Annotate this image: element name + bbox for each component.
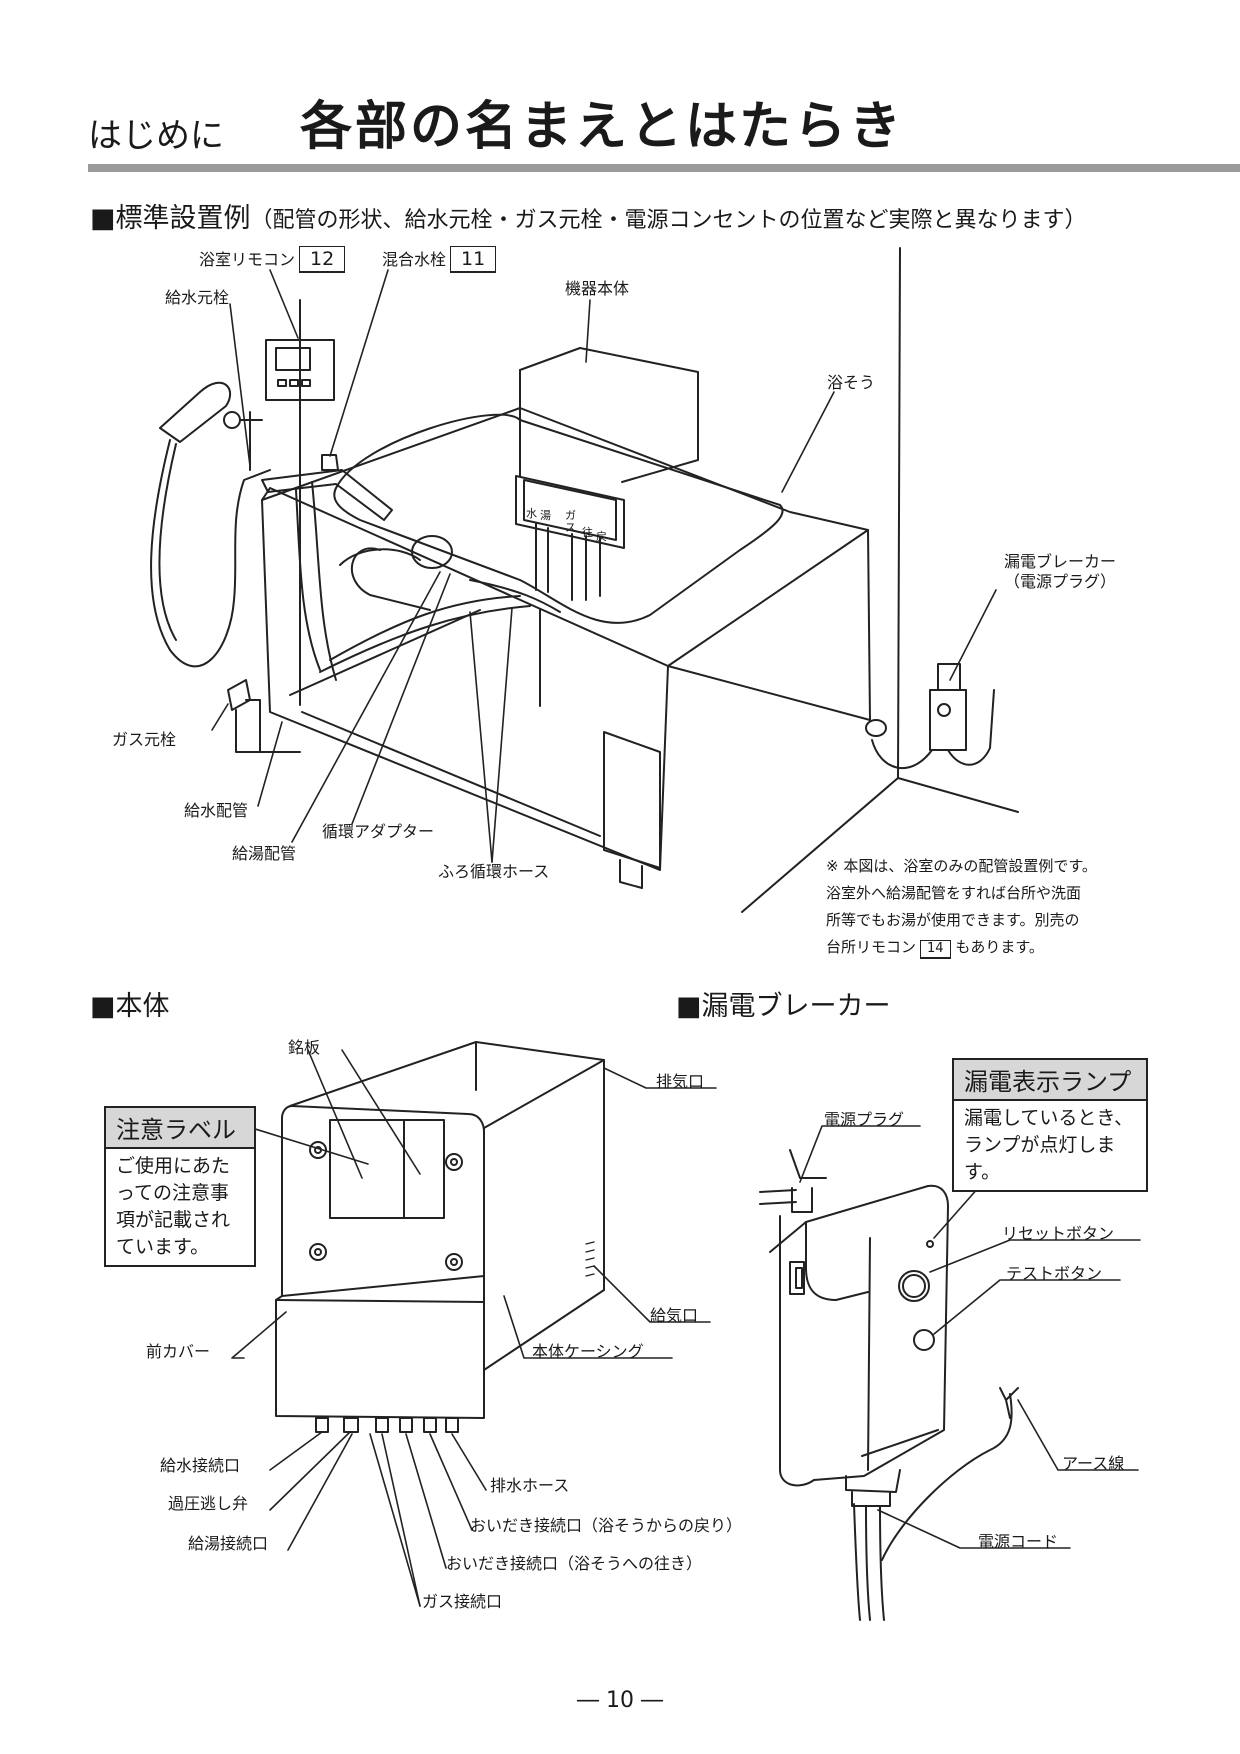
gas-valve-drawing: [227, 679, 301, 753]
casing-label: 本体ケーシング: [532, 1342, 644, 1361]
mixing-faucet-label: 混合水栓: [382, 250, 447, 269]
drain-hose-label: 排水ホース: [490, 1476, 570, 1495]
unit-body-label: 機器本体: [565, 279, 630, 298]
caution-label-title: 注意ラベル: [106, 1108, 254, 1149]
gas-valve-label: ガス元栓: [112, 730, 177, 749]
leak-lamp-text: 漏電しているとき、 ランプが点灯します。: [964, 1107, 1134, 1183]
exhaust-label: 排気口: [656, 1072, 705, 1091]
main-unit-drawing: [275, 1041, 605, 1433]
caution-label-box: 注意ラベル ご使用にあた っての注意事 項が記載され ています。: [104, 1106, 256, 1267]
bath-remote-drawing: [265, 339, 335, 413]
water-pipe-label: 給水配管: [184, 801, 249, 820]
title-rule: [88, 164, 1240, 172]
gas-inlet-label: ガス接続口: [422, 1592, 503, 1611]
test-button-label: テストボタン: [1006, 1264, 1103, 1283]
leak-breaker-label: 漏電ブレーカー （電源プラグ）: [1004, 552, 1117, 591]
caution-label-text: ご使用にあた っての注意事 項が記載され ています。: [116, 1155, 231, 1258]
page-title: 各部の名まえとはたらき: [300, 97, 904, 157]
reheat-return-label: おいだき接続口（浴そうからの戻り）: [470, 1516, 743, 1535]
leak-lamp-box: 漏電表示ランプ 漏電しているとき、 ランプが点灯します。: [952, 1058, 1148, 1192]
relief-valve-label: 過圧逃し弁: [168, 1494, 249, 1513]
port-water-label: 水: [526, 507, 537, 520]
port-go-label: 往: [582, 526, 593, 539]
unit-body-drawing: [515, 347, 699, 601]
water-inlet-label: 給水接続口: [160, 1456, 241, 1475]
outlet-drawing: [865, 663, 995, 770]
reheat-go-label: おいだき接続口（浴そうへの往き）: [446, 1554, 703, 1573]
bathtub-label: 浴そう: [827, 373, 876, 392]
bath-remote-page-ref: 12: [299, 246, 346, 273]
install-leaders: [211, 269, 997, 863]
bath-remote-label: 浴室リモコン: [199, 250, 296, 269]
front-cover-label: 前カバー: [146, 1342, 211, 1361]
nameplate-label: 銘板: [288, 1038, 321, 1057]
page-number: ― 10 ―: [577, 1688, 663, 1713]
reset-button-label: リセットボタン: [1002, 1224, 1115, 1243]
bath-circulation-hose-label: ふろ循環ホース: [438, 862, 550, 881]
hot-outlet-label: 給湯接続口: [188, 1534, 269, 1553]
install-footnote: ※ 本図は、浴室のみの配管設置例です。 浴室外へ給湯配管をすれば台所や洗面 所等…: [826, 853, 1097, 961]
faucet-drawing: [261, 454, 393, 681]
body-heading: ■本体: [90, 991, 170, 1022]
install-note: （配管の形状、給水元栓・ガス元栓・電源コンセントの位置など実際と異なります）: [250, 208, 1087, 233]
install-heading: ■標準設置例: [90, 203, 251, 234]
port-gas-label: ガス: [565, 509, 576, 534]
leak-lamp-title: 漏電表示ランプ: [954, 1060, 1146, 1101]
install-footnote-text: ※ 本図は、浴室のみの配管設置例です。 浴室外へ給湯配管をすれば台所や洗面 所等…: [826, 857, 1097, 956]
port-return-label: 戻: [596, 530, 607, 543]
shower-drawing: [150, 381, 271, 668]
install-heading-row: ■標準設置例（配管の形状、給水元栓・ガス元栓・電源コンセントの位置など実際と異な…: [90, 196, 1087, 235]
header-prefix: はじめに: [88, 116, 224, 156]
breaker-drawing: [759, 1149, 1019, 1621]
breaker-heading: ■漏電ブレーカー: [676, 991, 891, 1022]
port-hot-label: 湯: [540, 509, 551, 522]
power-cord-label: 電源コード: [978, 1532, 1059, 1551]
circulation-adapter-label: 循環アダプター: [322, 822, 435, 841]
kitchen-remote-page-ref: 14: [920, 940, 951, 959]
water-supply-valve-label: 給水元栓: [165, 288, 230, 307]
main-unit-leaders: [231, 1049, 717, 1607]
mixing-faucet-page-ref: 11: [450, 246, 497, 273]
install-footnote-tail: もあります。: [955, 938, 1044, 956]
circulation-drawing: [319, 535, 561, 707]
power-plug-label: 電源プラグ: [824, 1110, 905, 1129]
hot-water-pipe-label: 給湯配管: [232, 844, 297, 863]
earth-wire-label: アース線: [1062, 1454, 1125, 1473]
intake-label: 給気口: [650, 1306, 699, 1325]
